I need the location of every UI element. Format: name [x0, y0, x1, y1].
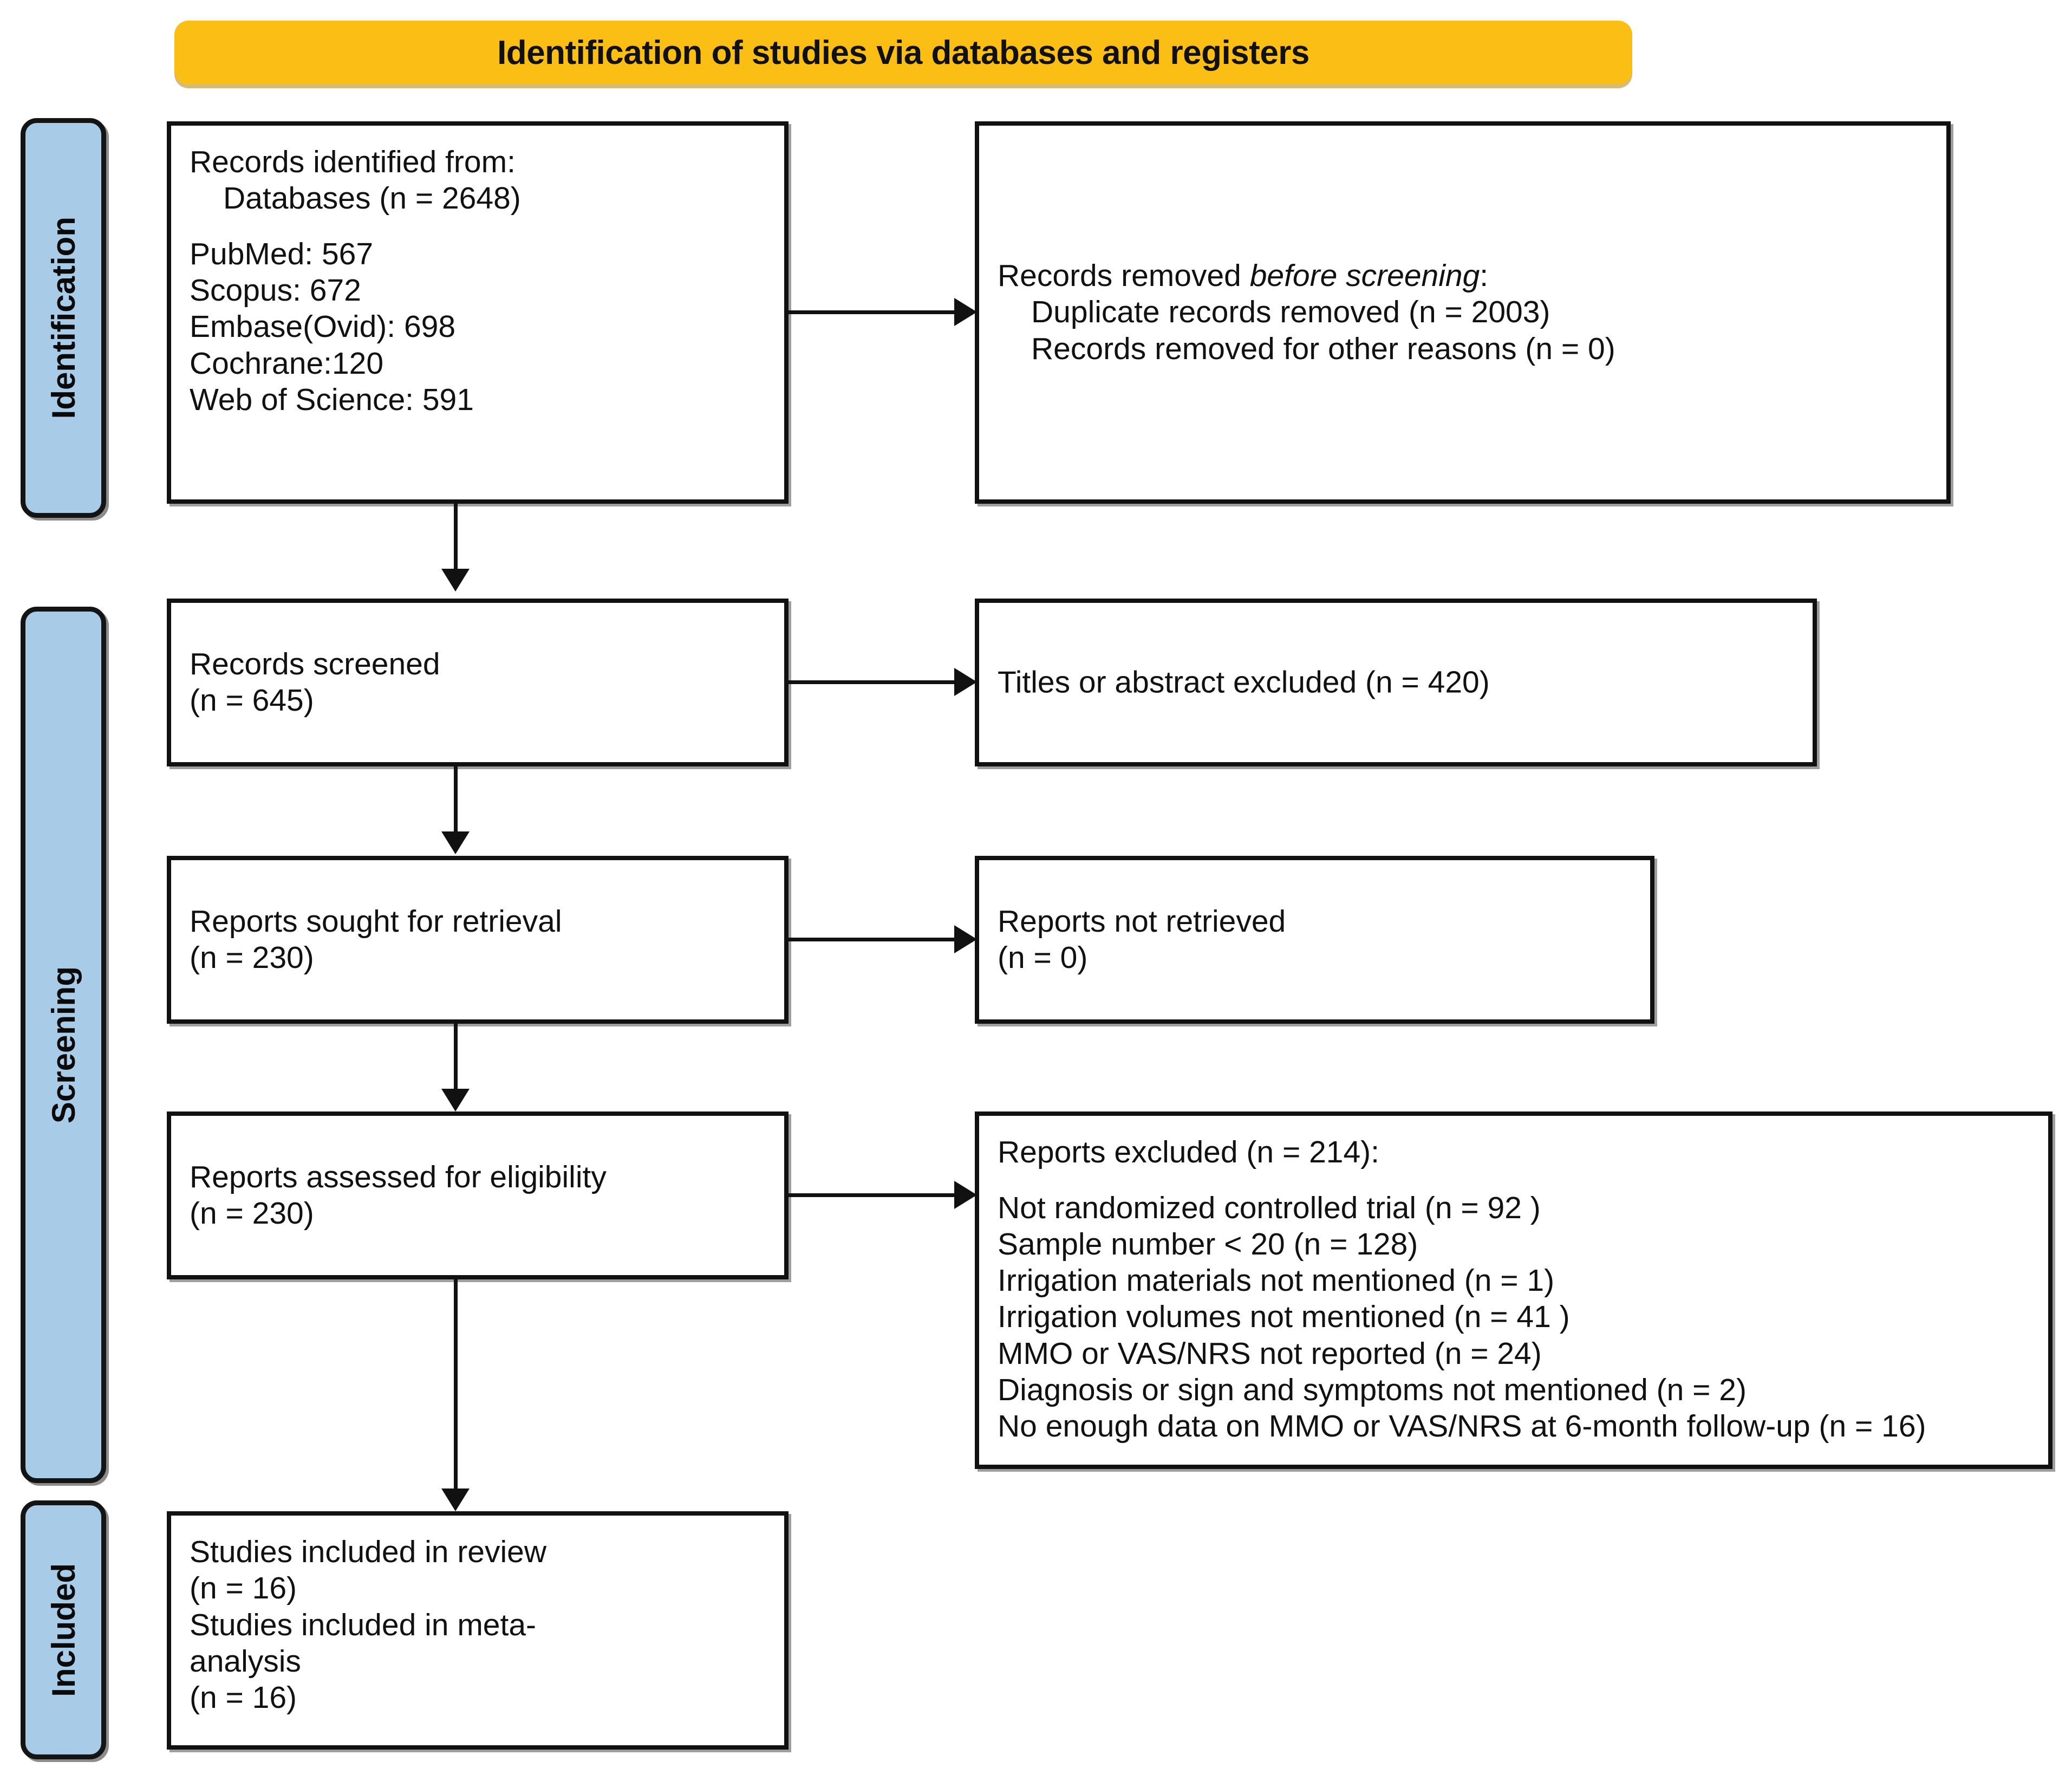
- stage-label-screening: Screening: [45, 966, 82, 1124]
- arrowhead-assessed-to-included: [441, 1488, 470, 1511]
- records-removed-heading-post: :: [1480, 258, 1489, 294]
- box-titles-excluded-content: Titles or abstract excluded (n = 420): [979, 664, 1813, 700]
- stage-tab-included: Included: [21, 1500, 106, 1759]
- box-records-removed-content: Records removed before screening: Duplic…: [979, 258, 1946, 367]
- box-reports-not-retrieved-content: Reports not retrieved (n = 0): [979, 903, 1650, 977]
- stage-label-included: Included: [45, 1563, 82, 1697]
- connector-assessed-to-included: [454, 1279, 458, 1494]
- reports-excluded-reason-irrigation-volumes: Irrigation volumes not mentioned (n = 41…: [998, 1299, 1570, 1335]
- studies-included-meta-count: (n = 16): [190, 1680, 297, 1715]
- banner-identification-via-databases: Identification of studies via databases …: [174, 21, 1632, 84]
- reports-excluded-spacer: [998, 1171, 2030, 1190]
- box-titles-or-abstract-excluded: Titles or abstract excluded (n = 420): [975, 599, 1817, 766]
- records-removed-heading: Records removed before screening:: [998, 258, 1928, 294]
- reports-assessed-count: (n = 230): [190, 1196, 314, 1231]
- connector-screened-to-titles-excluded: [789, 680, 955, 684]
- reports-assessed-label: Reports assessed for eligibility: [190, 1159, 607, 1194]
- box-reports-sought-for-retrieval: Reports sought for retrieval (n = 230): [167, 856, 789, 1024]
- records-identified-scopus: Scopus: 672: [190, 273, 361, 308]
- reports-excluded-reason-mmo-vas-nrs: MMO or VAS/NRS not reported (n = 24): [998, 1336, 1542, 1371]
- reports-sought-label: Reports sought for retrieval: [190, 903, 562, 939]
- arrowhead-assessed-to-excluded: [954, 1181, 977, 1209]
- reports-not-retrieved-count: (n = 0): [998, 940, 1088, 975]
- box-reports-assessed-content: Reports assessed for eligibility (n = 23…: [171, 1159, 784, 1232]
- box-studies-included-content: Studies included in review (n = 16) Stud…: [171, 1516, 784, 1716]
- arrowhead-sought-to-assessed: [441, 1089, 470, 1112]
- connector-sought-to-assessed: [454, 1024, 458, 1094]
- reports-not-retrieved-label: Reports not retrieved: [998, 903, 1286, 939]
- reports-sought-count: (n = 230): [190, 940, 314, 975]
- box-reports-excluded-content: Reports excluded (n = 214): Not randomiz…: [979, 1116, 2048, 1445]
- stage-tab-identification: Identification: [21, 118, 106, 518]
- reports-excluded-reason-sample-size: Sample number < 20 (n = 128): [998, 1226, 1418, 1262]
- arrowhead-screened-to-titles-excluded: [954, 668, 977, 696]
- arrowhead-sought-to-not-retrieved: [954, 925, 977, 953]
- connector-identified-to-removed: [789, 310, 955, 314]
- reports-excluded-heading: Reports excluded (n = 214):: [998, 1135, 1379, 1169]
- records-identified-pubmed: PubMed: 567: [190, 236, 374, 271]
- records-identified-line-1: Records identified from:: [190, 145, 516, 179]
- studies-included-review-count: (n = 16): [190, 1571, 297, 1606]
- records-removed-heading-italic: before screening: [1249, 258, 1480, 294]
- reports-excluded-reason-diagnosis: Diagnosis or sign and symptoms not menti…: [998, 1372, 1747, 1407]
- box-studies-included: Studies included in review (n = 16) Stud…: [167, 1511, 789, 1750]
- records-identified-web-of-science: Web of Science: 591: [190, 382, 474, 417]
- titles-excluded-label: Titles or abstract excluded (n = 420): [998, 665, 1490, 700]
- box-reports-not-retrieved: Reports not retrieved (n = 0): [975, 856, 1654, 1024]
- records-removed-heading-pre: Records removed: [998, 258, 1250, 294]
- box-records-removed-before-screening: Records removed before screening: Duplic…: [975, 121, 1951, 504]
- arrowhead-identified-to-screened: [441, 569, 470, 592]
- records-screened-label: Records screened: [190, 646, 440, 681]
- records-removed-other-reasons: Records removed for other reasons (n = 0…: [1031, 331, 1615, 366]
- records-identified-line-2: Databases (n = 2648): [223, 181, 521, 216]
- box-reports-excluded: Reports excluded (n = 214): Not randomiz…: [975, 1112, 2053, 1469]
- studies-included-meta-label: Studies included in meta-: [190, 1607, 537, 1642]
- records-identified-spacer: [190, 217, 766, 236]
- records-removed-duplicates: Duplicate records removed (n = 2003): [1031, 295, 1550, 330]
- studies-included-review-label: Studies included in review: [190, 1535, 547, 1569]
- banner-title: Identification of studies via databases …: [497, 34, 1309, 72]
- connector-identified-to-screened: [454, 504, 458, 574]
- records-screened-count: (n = 645): [190, 683, 314, 718]
- box-records-identified-content: Records identified from: Databases (n = …: [171, 126, 784, 418]
- stage-label-identification: Identification: [45, 217, 82, 419]
- records-identified-embase: Embase(Ovid): 698: [190, 309, 456, 344]
- arrowhead-identified-to-removed: [954, 298, 977, 326]
- reports-excluded-reason-irrigation-materials: Irrigation materials not mentioned (n = …: [998, 1263, 1555, 1298]
- box-reports-sought-content: Reports sought for retrieval (n = 230): [171, 903, 784, 977]
- connector-assessed-to-excluded: [789, 1193, 955, 1197]
- records-identified-cochrane: Cochrane:120: [190, 346, 384, 381]
- box-records-screened-content: Records screened (n = 645): [171, 646, 784, 719]
- stage-tab-screening: Screening: [21, 607, 106, 1483]
- reports-excluded-reason-followup-data: No enough data on MMO or VAS/NRS at 6-mo…: [998, 1409, 1926, 1444]
- box-records-screened: Records screened (n = 645): [167, 599, 789, 766]
- arrowhead-screened-to-sought: [441, 831, 470, 854]
- connector-screened-to-sought: [454, 766, 458, 837]
- box-records-identified: Records identified from: Databases (n = …: [167, 121, 789, 504]
- studies-included-meta-label-cont: analysis: [190, 1643, 301, 1679]
- box-reports-assessed-for-eligibility: Reports assessed for eligibility (n = 23…: [167, 1112, 789, 1279]
- connector-sought-to-not-retrieved: [789, 938, 955, 941]
- reports-excluded-reason-not-rct: Not randomized controlled trial (n = 92 …: [998, 1190, 1541, 1225]
